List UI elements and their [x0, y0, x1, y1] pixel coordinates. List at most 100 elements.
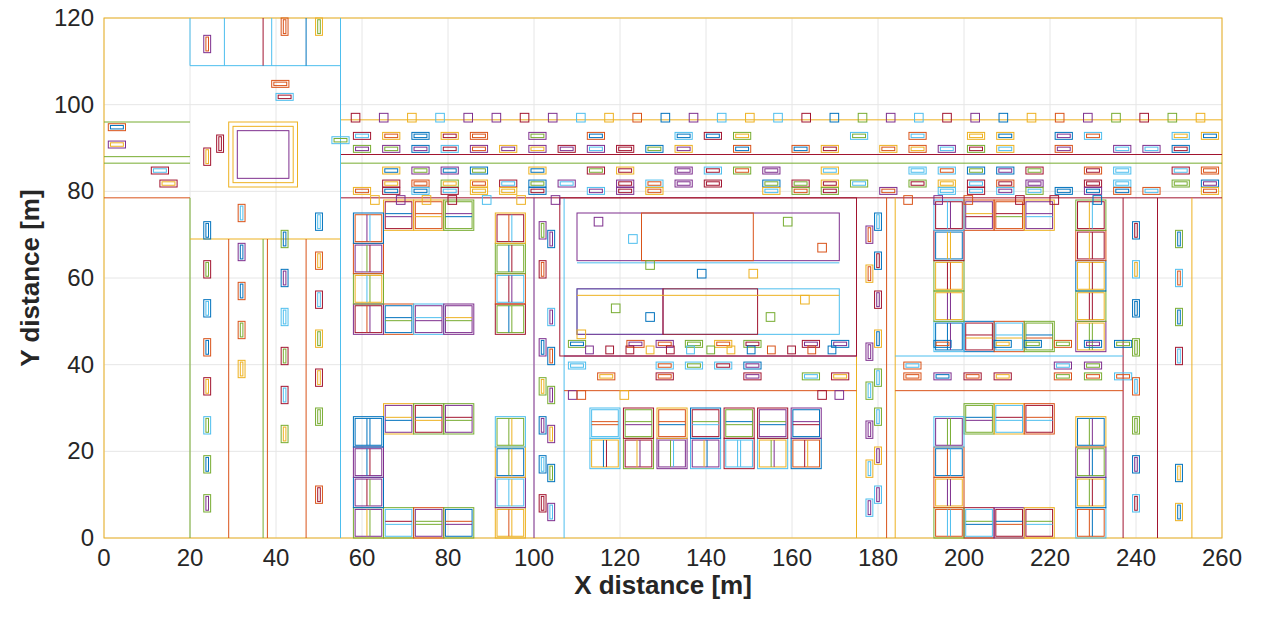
desk-icon [548, 230, 555, 247]
desk-icon [1087, 169, 1100, 172]
desk-icon [1172, 145, 1189, 152]
desk-icon [1176, 269, 1183, 286]
desk-icon [500, 180, 517, 187]
desk-icon [746, 342, 759, 345]
desk-icon [441, 187, 458, 194]
desk-icon [1178, 310, 1181, 324]
desk-line [1026, 417, 1053, 418]
wall-line [190, 18, 191, 66]
desk-icon [794, 189, 807, 192]
desk-icon [470, 187, 487, 194]
desk-icon [911, 182, 924, 185]
room-outline [642, 213, 754, 261]
desk-icon [539, 456, 546, 473]
equipment [594, 217, 603, 226]
marker-square [835, 391, 844, 400]
desk-line [1026, 334, 1053, 335]
desk-icon [1087, 375, 1100, 378]
desk-icon [318, 20, 321, 34]
desk-icon [938, 145, 955, 152]
desk-line [947, 293, 948, 320]
desk-icon [936, 342, 949, 345]
cubicle [353, 243, 383, 273]
marker-square [818, 391, 827, 400]
desk-line [1092, 293, 1093, 320]
marker-square [934, 196, 943, 205]
cubicle [414, 304, 444, 334]
desk-icon [571, 342, 584, 345]
desk-line [966, 524, 993, 525]
desk-icon [385, 134, 398, 137]
desk-icon [204, 456, 211, 473]
desk-icon [1028, 189, 1041, 192]
desk-icon [938, 187, 955, 194]
marker-square [351, 113, 360, 122]
desk-icon [272, 80, 289, 87]
desk-icon [443, 169, 456, 172]
desk-line [366, 215, 367, 242]
wall-line [306, 239, 307, 538]
desk-icon [997, 167, 1014, 174]
desk-line [508, 215, 509, 242]
desk-icon [550, 349, 553, 363]
cubicle [1076, 230, 1106, 260]
marker-square [717, 113, 726, 122]
desk-icon [587, 132, 604, 139]
desk-icon [548, 386, 555, 403]
desk-line [726, 421, 753, 422]
desk-line [369, 479, 370, 506]
cubicle [934, 477, 964, 507]
desk-icon [443, 134, 456, 137]
marker-square [626, 346, 634, 354]
desk-icon [441, 180, 458, 187]
desk-line [1092, 262, 1093, 289]
desk-icon [940, 169, 953, 172]
cubicle [353, 477, 383, 507]
desk-line [415, 417, 442, 418]
desk-icon [1172, 167, 1189, 174]
desk-line [1026, 213, 1053, 214]
marker-square [577, 113, 586, 122]
desk-icon [1174, 169, 1187, 172]
desk-icon [548, 308, 555, 325]
cubicle [497, 418, 524, 445]
desk-icon [875, 369, 882, 386]
desk-icon [502, 189, 515, 192]
desk-icon [823, 182, 836, 185]
equipment [818, 243, 827, 252]
cubicle [495, 477, 525, 507]
desk-icon [1028, 182, 1041, 185]
desk-icon [332, 137, 349, 144]
desk-icon [746, 375, 759, 378]
desk-line [369, 509, 370, 536]
cubicle [497, 306, 524, 333]
desk-icon [414, 134, 427, 137]
marker-square [492, 113, 501, 122]
desk-line [366, 306, 367, 333]
desk-line [508, 275, 509, 302]
desk-icon [940, 189, 953, 192]
desk-icon [204, 300, 211, 317]
desk-line [369, 215, 370, 242]
cubicle [758, 438, 788, 468]
desk-icon [967, 145, 984, 152]
desk-icon [160, 180, 177, 187]
marker-square [520, 113, 529, 122]
marker-square [1140, 113, 1149, 122]
desk-icon [316, 369, 323, 386]
x-tick-label: 80 [435, 546, 462, 570]
marker-square [802, 113, 811, 122]
desk-icon [1116, 147, 1129, 150]
wall-line [224, 18, 225, 66]
cubicle [353, 447, 383, 477]
desk-icon [656, 373, 673, 380]
cubicle [497, 275, 524, 302]
desk-icon [1055, 145, 1072, 152]
desk-icon [804, 375, 817, 378]
cubicle [497, 215, 524, 242]
desk-icon [1178, 232, 1181, 246]
marker-square [1016, 196, 1025, 205]
desk-line [950, 232, 951, 259]
desk-icon [909, 132, 926, 139]
cubicle [355, 245, 382, 272]
